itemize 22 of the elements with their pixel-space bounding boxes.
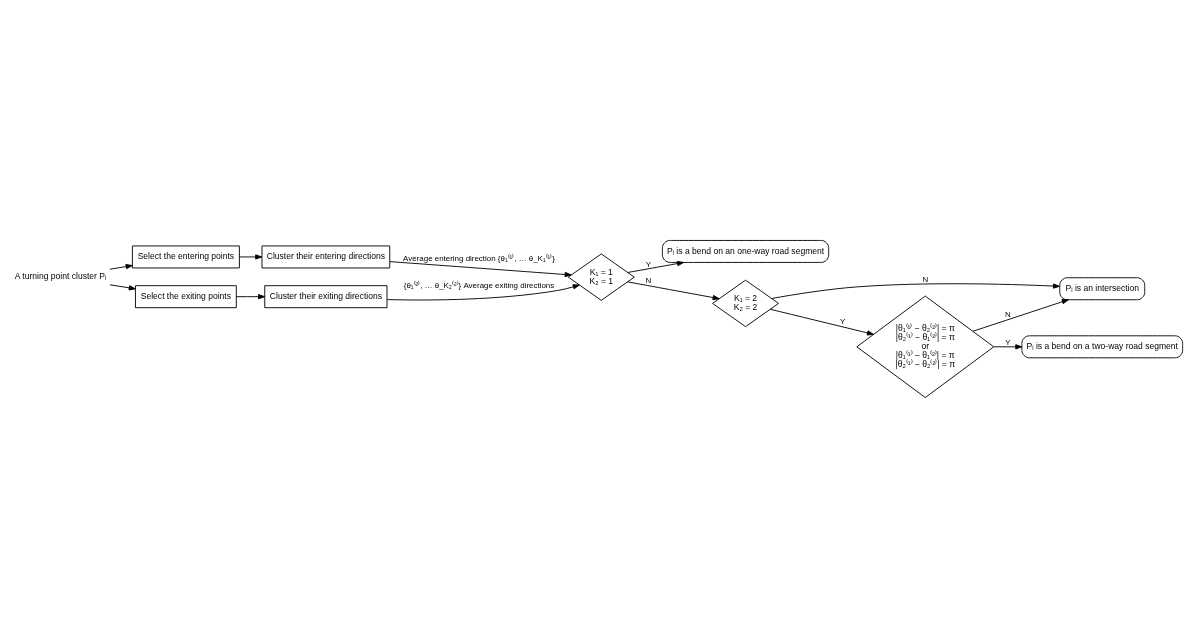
arrow bbox=[239, 254, 263, 260]
arrow bbox=[627, 261, 685, 273]
arrow bbox=[627, 281, 720, 301]
arrow bbox=[109, 284, 136, 291]
arrow bbox=[235, 294, 266, 300]
node-box: Pᵢ is a bend on a two-way road segment bbox=[1021, 335, 1184, 359]
node-diamond: K₁ = 1 K₂ = 1 bbox=[567, 253, 635, 301]
arrow bbox=[769, 308, 874, 336]
node-box: Pᵢ is a bend on an one-way road segment bbox=[661, 240, 830, 263]
node-box: Cluster their exiting directions bbox=[264, 285, 388, 309]
arrow bbox=[109, 264, 133, 270]
arrow bbox=[389, 261, 572, 278]
node-box: Select the entering points bbox=[131, 245, 240, 269]
arrow bbox=[993, 344, 1023, 350]
node-box: Pᵢ is an intersection bbox=[1059, 277, 1146, 301]
node-box: Cluster their entering directions bbox=[261, 245, 391, 269]
node-diamond: |θ₁⁽¹⁾ − θ₂⁽²⁾| = π |θ₂⁽¹⁾ − θ₁⁽²⁾| = π or |θ₁⁽¹⁾ − θ₁⁽²⁾| = π |θ₂⁽¹⁾ − θ₂⁽²⁾| = π bbox=[856, 295, 995, 398]
arrow bbox=[972, 299, 1069, 332]
node-box: Select the exiting points bbox=[135, 285, 237, 309]
arrow bbox=[386, 284, 580, 301]
node-text: A turning point cluster Pᵢ bbox=[14, 271, 107, 282]
arrow bbox=[771, 283, 1060, 299]
